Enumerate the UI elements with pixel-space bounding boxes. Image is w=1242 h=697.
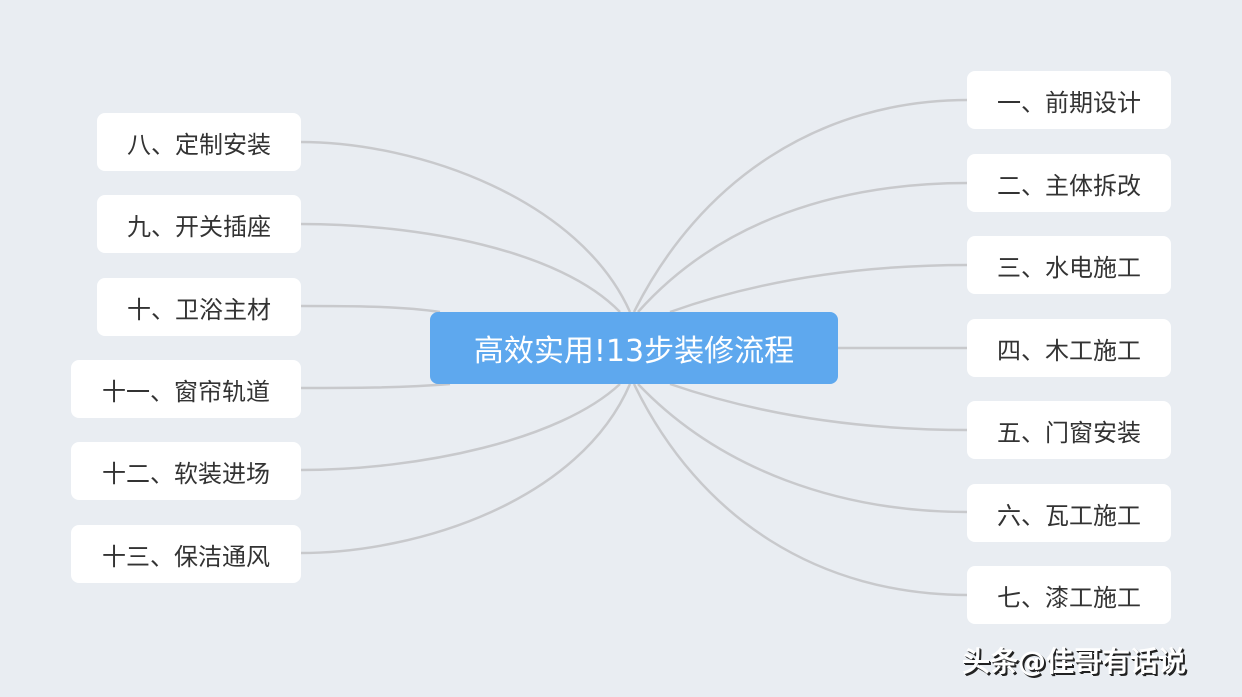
node-step-7[interactable]: 七、漆工施工 (967, 566, 1171, 624)
node-step-2[interactable]: 二、主体拆改 (967, 154, 1171, 212)
node-label: 一、前期设计 (997, 88, 1141, 117)
node-step-10[interactable]: 十、卫浴主材 (97, 278, 301, 336)
node-step-4[interactable]: 四、木工施工 (967, 319, 1171, 377)
node-label: 二、主体拆改 (997, 171, 1141, 200)
node-step-1[interactable]: 一、前期设计 (967, 71, 1171, 129)
node-step-8[interactable]: 八、定制安装 (97, 113, 301, 171)
root-node[interactable]: 高效实用!13步装修流程 (430, 312, 838, 384)
watermark: 头条@佳哥有话说 (962, 645, 1187, 678)
node-label: 六、瓦工施工 (997, 501, 1141, 530)
node-label: 八、定制安装 (127, 130, 271, 159)
node-step-13[interactable]: 十三、保洁通风 (71, 525, 301, 583)
root-label: 高效实用!13步装修流程 (473, 334, 795, 369)
node-label: 五、门窗安装 (997, 418, 1141, 447)
node-label: 十一、窗帘轨道 (102, 377, 270, 406)
node-label: 十三、保洁通风 (102, 542, 270, 571)
node-step-6[interactable]: 六、瓦工施工 (967, 484, 1171, 542)
node-label: 四、木工施工 (997, 336, 1141, 365)
node-step-9[interactable]: 九、开关插座 (97, 195, 301, 253)
node-step-5[interactable]: 五、门窗安装 (967, 401, 1171, 459)
node-step-12[interactable]: 十二、软装进场 (71, 442, 301, 500)
node-label: 十、卫浴主材 (127, 295, 271, 324)
node-step-11[interactable]: 十一、窗帘轨道 (71, 360, 301, 418)
node-step-3[interactable]: 三、水电施工 (967, 236, 1171, 294)
node-label: 三、水电施工 (997, 253, 1141, 282)
node-label: 十二、软装进场 (102, 459, 270, 488)
node-label: 七、漆工施工 (997, 583, 1141, 612)
node-label: 九、开关插座 (127, 212, 271, 241)
